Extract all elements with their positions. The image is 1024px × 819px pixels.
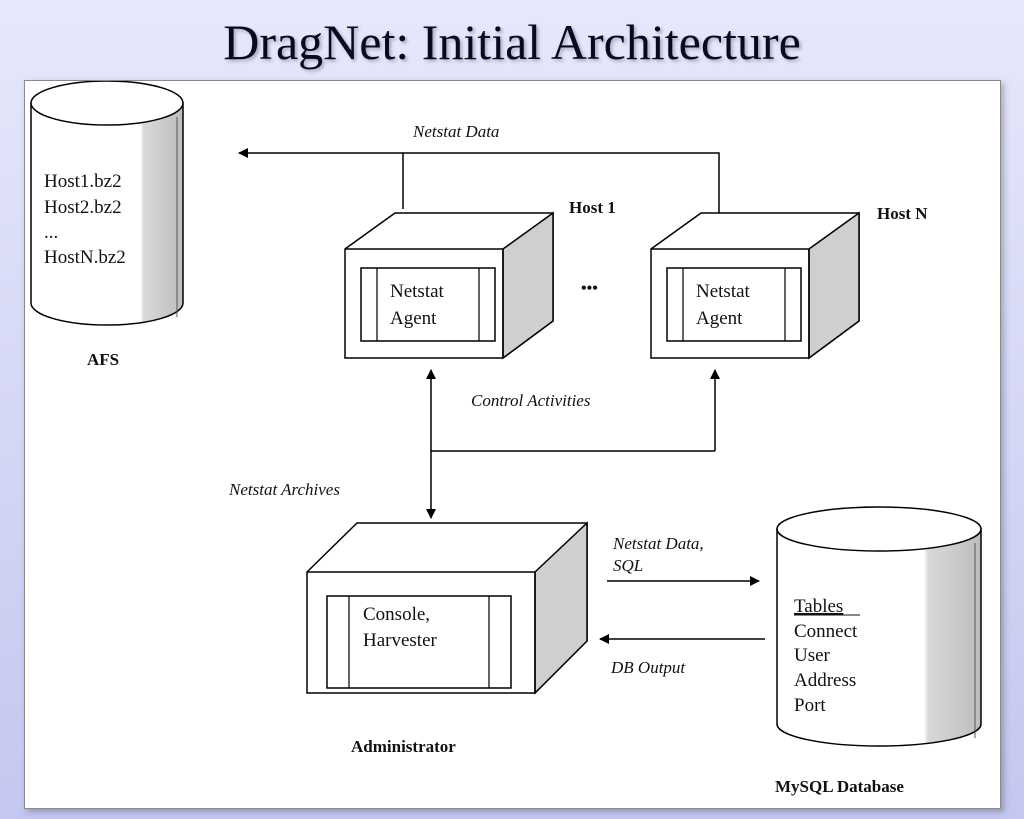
db-connectors: Netstat Data, SQL DB Output <box>599 534 765 677</box>
netstat-data-sql-label-2: SQL <box>613 556 643 575</box>
host-1-label: Host 1 <box>569 198 616 217</box>
control-activities-label: Control Activities <box>471 391 591 410</box>
host-1-box: Netstat Agent Host 1 <box>344 198 616 360</box>
netstat-data-label: Netstat Data <box>412 122 499 141</box>
afs-file-1: Host1.bz2 <box>44 171 122 192</box>
administrator-box: Console, Harvester Administrator <box>306 521 588 756</box>
administrator-line2: Harvester <box>363 630 438 651</box>
afs-file-2: Host2.bz2 <box>44 197 122 218</box>
host-n-label: Host N <box>877 204 928 223</box>
control-connector: Control Activities Netstat Archives <box>228 369 720 519</box>
host-n-agent-line2: Agent <box>696 308 743 329</box>
diagram-panel: Host1.bz2 Host2.bz2 ... HostN.bz2 AFS Ne… <box>24 80 1001 809</box>
slide-title: DragNet: Initial Architecture <box>223 14 801 70</box>
afs-storage: Host1.bz2 Host2.bz2 ... HostN.bz2 AFS <box>30 81 184 369</box>
host-n-box: Netstat Agent Host N <box>650 204 928 360</box>
afs-file-ellipsis: ... <box>44 222 58 243</box>
host-1-agent-line1: Netstat <box>390 281 445 302</box>
db-table-connect: Connect <box>794 621 858 642</box>
architecture-diagram: Host1.bz2 Host2.bz2 ... HostN.bz2 AFS Ne… <box>30 81 982 796</box>
netstat-data-connector: Netstat Data <box>238 122 720 213</box>
administrator-label: Administrator <box>351 737 456 756</box>
host-n-agent-line1: Netstat <box>696 281 751 302</box>
mysql-database: Tables Connect User Address Port MySQL D… <box>775 506 982 796</box>
mysql-database-label: MySQL Database <box>775 777 904 796</box>
db-table-port: Port <box>794 695 826 716</box>
db-table-user: User <box>794 645 831 666</box>
netstat-archives-label: Netstat Archives <box>228 480 340 499</box>
hosts-ellipsis: ••• <box>581 280 598 297</box>
afs-file-n: HostN.bz2 <box>44 247 126 268</box>
afs-label: AFS <box>87 350 119 369</box>
netstat-data-sql-label-1: Netstat Data, <box>612 534 704 553</box>
db-tables-heading: Tables <box>794 596 843 617</box>
host-1-agent-line2: Agent <box>390 308 437 329</box>
db-table-address: Address <box>794 670 856 691</box>
administrator-line1: Console, <box>363 604 430 625</box>
db-output-label: DB Output <box>610 658 686 677</box>
